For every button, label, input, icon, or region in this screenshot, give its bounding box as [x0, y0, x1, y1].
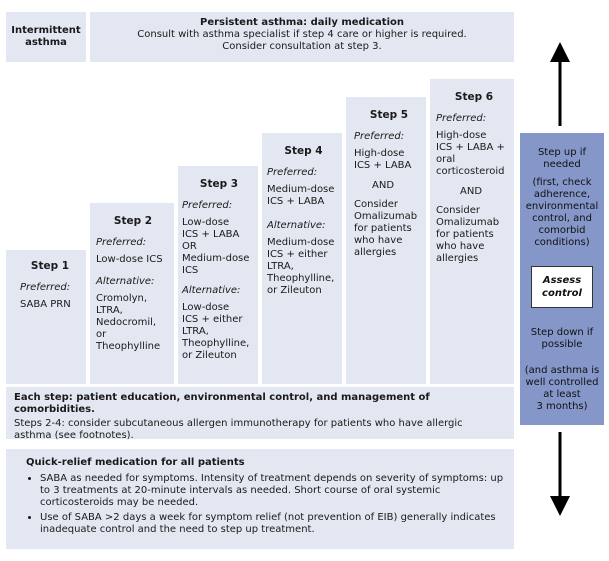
step-up-arrow-icon [550, 42, 570, 126]
step-5-and: AND [372, 180, 395, 191]
persistent-header: Persistent asthma: daily medication Cons… [90, 12, 514, 62]
step-6-box: Step 6 Preferred: High-dose ICS + LABA +… [430, 79, 514, 384]
step-2-title: Step 2 [113, 215, 153, 227]
intermittent-header: Intermittent asthma [6, 12, 86, 62]
step-4-preferred-label: Preferred: [267, 167, 318, 178]
step-5-preferred: High-dose ICS + LABA [354, 148, 412, 171]
step-3-alternative: Low-dose ICS + either LTRA, Theophylline… [182, 302, 250, 361]
step-1-preferred-label: Preferred: [20, 282, 71, 293]
step-2-preferred: Low-dose ICS [96, 254, 163, 265]
persistent-title: Persistent asthma: daily medication [200, 17, 404, 28]
step-3-title: Step 3 [199, 178, 239, 190]
step-6-title: Step 6 [454, 91, 494, 103]
step-6-preferred-label: Preferred: [436, 113, 487, 124]
quick-relief-bullet: Use of SABA >2 days a week for symptom r… [40, 512, 504, 536]
step-5-title: Step 5 [369, 109, 409, 121]
step-down-arrow-icon [550, 432, 570, 516]
step-2-alternative-label: Alternative: [96, 276, 155, 287]
step-3-preferred-label: Preferred: [182, 200, 233, 211]
step-3-alternative-label: Alternative: [182, 285, 241, 296]
step-up-down-panel: Step up if needed (first, check adherenc… [520, 133, 604, 425]
step-1-box: Step 1 Preferred: SABA PRN [6, 250, 86, 384]
quick-relief-list: SABA as needed for symptoms. Intensity o… [26, 473, 504, 536]
intermittent-title: Intermittent asthma [11, 25, 81, 48]
persistent-line-2: Consider consultation at step 3. [222, 41, 382, 52]
step-3-box: Step 3 Preferred: Low-dose ICS + LABA OR… [178, 166, 258, 384]
step-up-label: Step up if needed [537, 147, 587, 170]
step-4-preferred: Medium-dose ICS + LABA [267, 184, 335, 207]
step-5-consider: Consider Omalizumab for patients who hav… [354, 199, 418, 258]
assess-control-box: Assess control [531, 266, 593, 308]
step-5-box: Step 5 Preferred: High-dose ICS + LABA A… [346, 97, 426, 384]
step-2-preferred-label: Preferred: [96, 237, 147, 248]
step-4-title: Step 4 [284, 145, 323, 157]
quick-relief-title: Quick-relief medication for all patients [26, 457, 245, 468]
quick-relief-box: Quick-relief medication for all patients… [6, 449, 514, 549]
step-6-and: AND [460, 186, 483, 197]
step-4-alternative: Medium-dose ICS + either LTRA, Theophyll… [267, 237, 335, 296]
step-6-preferred: High-dose ICS + LABA + oral corticostero… [436, 130, 505, 177]
step-4-box: Step 4 Preferred: Medium-dose ICS + LABA… [262, 133, 342, 384]
quick-relief-bullet: SABA as needed for symptoms. Intensity o… [40, 473, 504, 509]
step-4-alternative-label: Alternative: [267, 220, 326, 231]
step-1-title: Step 1 [30, 260, 70, 272]
step-down-label: Step down if possible [530, 327, 594, 350]
each-step-box: Each step: patient education, environmen… [6, 387, 514, 441]
step-2-box: Step 2 Preferred: Low-dose ICS Alternati… [90, 203, 174, 384]
persistent-line-1: Consult with asthma specialist if step 4… [137, 29, 467, 40]
step-1-preferred: SABA PRN [20, 299, 71, 310]
step-up-note: (first, check adherence, environmental c… [525, 177, 599, 248]
each-step-text: Steps 2-4: consider subcutaneous allerge… [14, 418, 463, 441]
step-5-preferred-label: Preferred: [354, 131, 405, 142]
step-6-consider: Consider Omalizumab for patients who hav… [436, 205, 500, 264]
step-down-note: (and asthma is well controlled at least … [524, 365, 600, 412]
step-2-alternative: Cromolyn, LTRA, Nedocromil, or Theophyll… [96, 293, 161, 352]
step-3-preferred: Low-dose ICS + LABA OR Medium-dose ICS [182, 217, 250, 276]
each-step-title: Each step: patient education, environmen… [14, 392, 430, 415]
